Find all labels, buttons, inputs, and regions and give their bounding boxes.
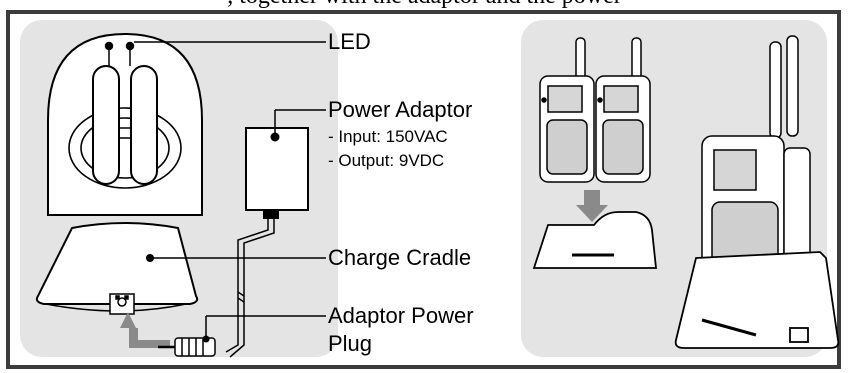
radio-right-icon [595,37,651,183]
adaptor-plug-icon [158,337,216,357]
adaptor-power-plug-label-line2: Plug [328,331,373,356]
cropped-caption-text: , together with the adaptor and the powe… [0,0,849,10]
charge-cradle-label: Charge Cradle [328,245,472,270]
led-label: LED [328,29,371,54]
led-icon [104,41,135,66]
adaptor-input-spec: - Input: 150VAC [328,127,448,146]
dc-jack-icon [109,293,135,315]
adaptor-cable [225,218,275,358]
small-cradle-icon [532,211,657,269]
insert-radio-arrow [576,190,608,222]
charge-cradle-body [35,222,199,312]
adaptor-power-plug-label: Adaptor Power [328,303,474,328]
cradle-top-view [47,32,203,216]
power-adaptor-icon [245,127,309,219]
radio-left-icon [539,37,595,183]
adaptor-output-spec: - Output: 9VDC [328,151,445,170]
large-cradle-icon [674,251,840,349]
plug-insert-arrow [120,312,170,348]
power-adaptor-label: Power Adaptor [328,97,473,122]
